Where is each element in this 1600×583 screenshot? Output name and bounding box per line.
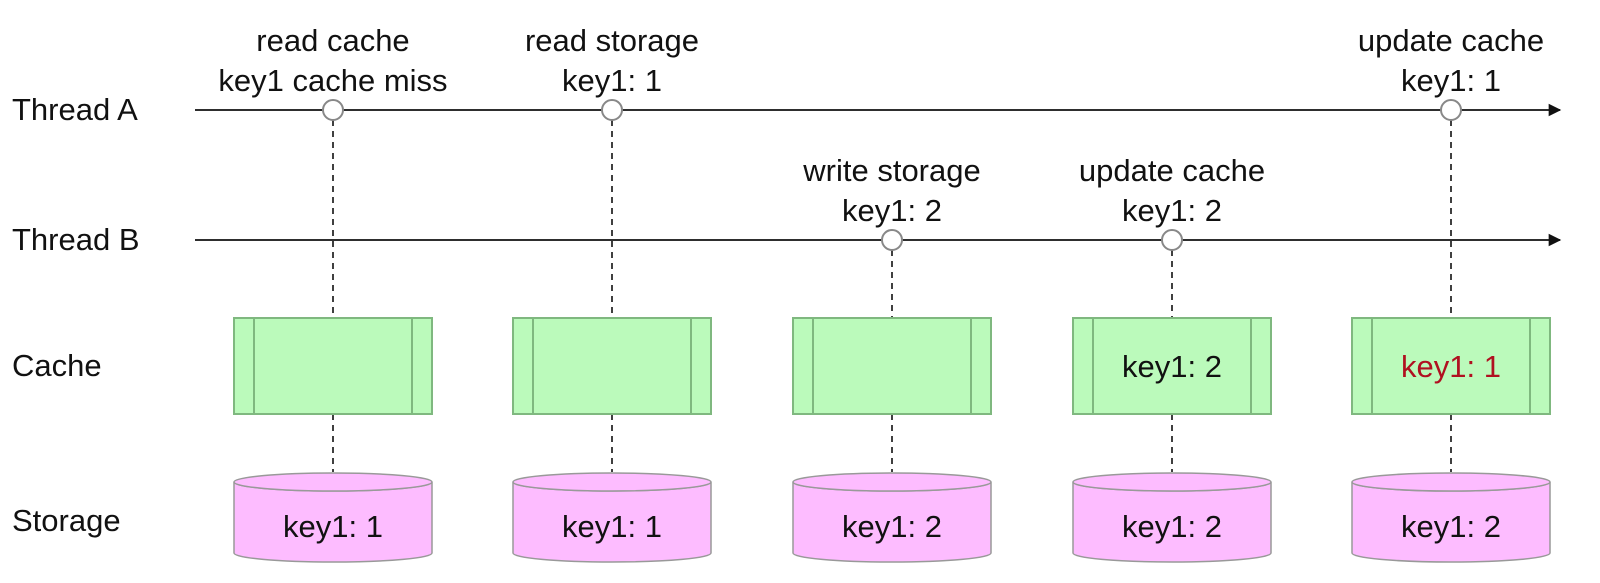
- event-label-line: key1: 1: [562, 63, 662, 98]
- event-label-line: read cache: [256, 23, 409, 58]
- cache-block: [233, 317, 433, 415]
- storage-value: key1: 1: [283, 509, 383, 544]
- cache-value: key1: 2: [1122, 349, 1222, 384]
- cache-block: [512, 317, 712, 415]
- event-label-line: write storage: [802, 153, 980, 188]
- storage-value: key1: 2: [1401, 509, 1501, 544]
- event-node: [881, 229, 903, 251]
- storage-value: key1: 2: [842, 509, 942, 544]
- storage-cylinder-top: [1351, 472, 1551, 492]
- storage-cylinder-top: [512, 472, 712, 492]
- storage-cylinder-top: [233, 472, 433, 492]
- step-column-3: write storage key1: 2 key1: 2: [792, 153, 992, 563]
- cache-block: [1351, 317, 1551, 415]
- event-node: [1161, 229, 1183, 251]
- cache-value: key1: 1: [1401, 349, 1501, 384]
- event-label-line: update cache: [1079, 153, 1265, 188]
- event-label-line: key1: 2: [1122, 193, 1222, 228]
- step-column-4: update cache key1: 2 key1: 2 key1: 2: [1072, 153, 1272, 563]
- event-label-line: key1 cache miss: [218, 63, 447, 98]
- lane-label-thread-a: Thread A: [12, 92, 138, 127]
- event-node: [601, 99, 623, 121]
- storage-cylinder-top: [1072, 472, 1272, 492]
- step-column-2: read storage key1: 1 key1: 1: [512, 23, 712, 563]
- cache-block: [1072, 317, 1272, 415]
- event-node: [1440, 99, 1462, 121]
- cache-block: [792, 317, 992, 415]
- event-label-line: key1: 1: [1401, 63, 1501, 98]
- event-label-line: read storage: [525, 23, 699, 58]
- step-column-5: update cache key1: 1 key1: 1 key1: 2: [1351, 23, 1551, 563]
- storage-cylinder-top: [792, 472, 992, 492]
- lane-label-cache: Cache: [12, 348, 102, 383]
- step-column-1: read cache key1 cache miss key1: 1: [218, 23, 448, 563]
- lane-label-thread-b: Thread B: [12, 222, 140, 257]
- lane-label-storage: Storage: [12, 503, 121, 538]
- event-label-line: update cache: [1358, 23, 1544, 58]
- event-label-line: key1: 2: [842, 193, 942, 228]
- event-node: [322, 99, 344, 121]
- storage-value: key1: 1: [562, 509, 662, 544]
- storage-value: key1: 2: [1122, 509, 1222, 544]
